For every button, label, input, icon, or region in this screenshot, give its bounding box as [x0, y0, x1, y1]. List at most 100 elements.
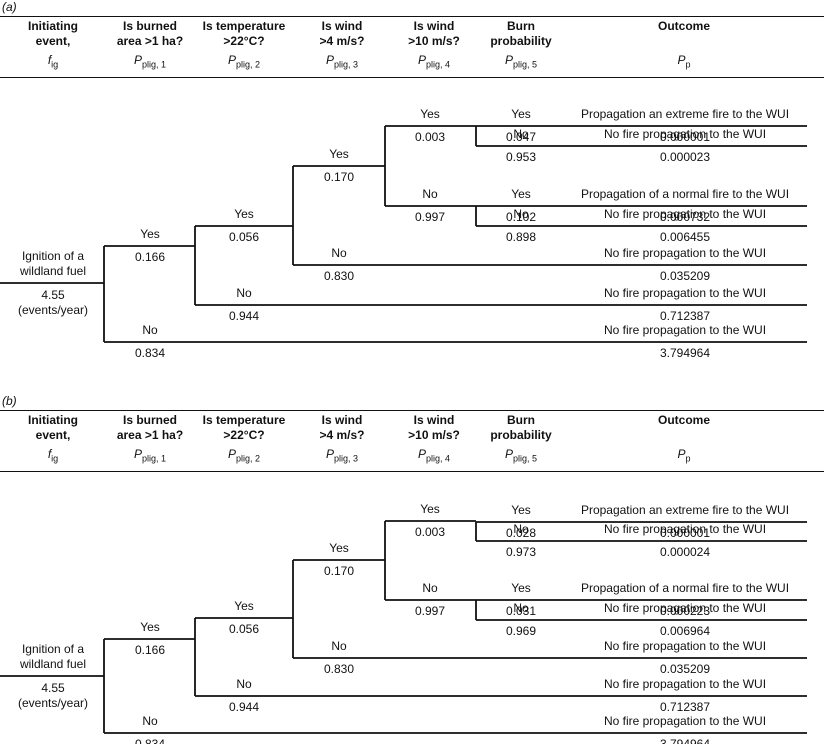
- column-header: Is temperature>22°C?Pplig, 2: [192, 413, 296, 463]
- symbol-subscript: plig, 2: [235, 59, 261, 70]
- column-symbol: Pplig, 4: [394, 447, 474, 463]
- outcome-label: No fire propagation to the WUI: [604, 323, 766, 337]
- symbol-variable: f: [47, 53, 52, 67]
- column-title: Outcome: [584, 19, 784, 49]
- header-top-rule: [0, 410, 824, 411]
- outcome-label: No fire propagation to the WUI: [604, 639, 766, 653]
- symbol-variable: f: [47, 447, 52, 461]
- outcome-frequency: 0.712387: [660, 309, 710, 323]
- symbol-variable: P: [325, 53, 334, 67]
- outcome-label: No fire propagation to the WUI: [604, 286, 766, 300]
- initiating-event-label: Ignition of a: [22, 249, 84, 263]
- branch-label-no: No: [513, 207, 529, 221]
- symbol-subscript: p: [685, 453, 691, 464]
- branch-probability: 0.166: [135, 643, 165, 657]
- column-title: Outcome: [584, 413, 784, 443]
- column-symbol: Pp: [584, 447, 784, 463]
- column-title-line1: Is temperature: [202, 413, 286, 427]
- column-title-line1: Outcome: [657, 19, 710, 33]
- outcome-label: No fire propagation to the WUI: [604, 601, 766, 615]
- column-title-line2: >10 m/s?: [408, 34, 460, 48]
- initiating-event-label: wildland fuel: [19, 264, 86, 278]
- column-title: Is temperature>22°C?: [192, 19, 296, 49]
- branch-label-yes: Yes: [511, 107, 531, 121]
- branch-label-no: No: [422, 581, 438, 595]
- outcome-label: No fire propagation to the WUI: [604, 127, 766, 141]
- branch-label-yes: Yes: [420, 502, 440, 516]
- initiating-event-frequency: 4.55: [41, 681, 65, 695]
- column-title-line1: Initiating: [28, 413, 78, 427]
- initiating-event-frequency: 4.55: [41, 288, 65, 302]
- column-header: Is wind>10 m/s? Pplig, 4: [394, 413, 474, 463]
- branch-label-no: No: [142, 323, 158, 337]
- outcome-frequency: 0.006964: [660, 624, 710, 638]
- column-title: Is wind>4 m/s?: [302, 413, 382, 443]
- branch-probability: 0.056: [229, 230, 259, 244]
- branch-label-yes: Yes: [140, 620, 160, 634]
- column-symbol: Pp: [584, 53, 784, 69]
- outcome-frequency: 0.000732: [660, 210, 710, 224]
- branch-label-yes: Yes: [511, 503, 531, 517]
- column-title-line2: area >1 ha?: [116, 428, 184, 442]
- column-title-line2: >22°C?: [223, 428, 265, 442]
- column-header: Is temperature>22°C?Pplig, 2: [192, 19, 296, 69]
- symbol-subscript: plig, 3: [333, 59, 359, 70]
- initiating-event-unit: (events/year): [18, 303, 88, 317]
- column-title: Is wind>4 m/s?: [302, 19, 382, 49]
- outcome-frequency: 0.000223: [660, 604, 710, 618]
- branch-label-no: No: [513, 127, 529, 141]
- column-title-line2: event,: [35, 34, 71, 48]
- column-title-line1: Is wind: [413, 19, 455, 33]
- branch-label-yes: Yes: [234, 207, 254, 221]
- symbol-variable: P: [504, 53, 513, 67]
- branch-label-yes: Yes: [234, 599, 254, 613]
- column-title-line2: >22°C?: [223, 34, 265, 48]
- panel-label: (a): [2, 0, 17, 14]
- symbol-subscript: plig, 3: [333, 453, 359, 464]
- branch-probability: 0.834: [135, 346, 165, 360]
- symbol-variable: P: [677, 53, 686, 67]
- column-header: Is wind>4 m/s? Pplig, 3: [302, 413, 382, 463]
- outcome-frequency: 0.035209: [660, 662, 710, 676]
- branch-label-no: No: [513, 522, 529, 536]
- outcome-label: No fire propagation to the WUI: [604, 246, 766, 260]
- panel-label: (b): [2, 394, 17, 408]
- branch-probability: 0.102: [506, 210, 536, 224]
- column-symbol: Pplig, 5: [481, 447, 561, 463]
- column-symbol: Pplig, 3: [302, 53, 382, 69]
- symbol-variable: P: [227, 447, 236, 461]
- branch-label-no: No: [331, 246, 347, 260]
- branch-probability: 0.973: [506, 545, 536, 559]
- column-title: Is wind>10 m/s?: [394, 413, 474, 443]
- column-symbol: Pplig, 5: [481, 53, 561, 69]
- column-symbol: Pplig, 1: [100, 447, 200, 463]
- column-title-line1: Is wind: [413, 413, 455, 427]
- outcome-label: Propagation of a normal fire to the WUI: [581, 187, 789, 201]
- branch-label-no: No: [513, 601, 529, 615]
- branch-probability: 0.166: [135, 250, 165, 264]
- outcome-label: Propagation an extreme fire to the WUI: [581, 107, 789, 121]
- column-title-line1: Is temperature: [202, 19, 286, 33]
- column-title-line2: >4 m/s?: [319, 34, 365, 48]
- outcome-frequency: 3.794964: [660, 346, 710, 360]
- column-symbol: Pplig, 3: [302, 447, 382, 463]
- symbol-variable: P: [677, 447, 686, 461]
- outcome-frequency: 0.000001: [660, 526, 710, 540]
- column-symbol: Pplig, 1: [100, 53, 200, 69]
- branch-label-no: No: [236, 286, 252, 300]
- outcome-frequency: 0.000001: [660, 130, 710, 144]
- branch-probability: 0.944: [229, 309, 259, 323]
- column-title-line2: probability: [490, 34, 552, 48]
- column-symbol: fig: [3, 53, 103, 69]
- symbol-subscript: plig, 1: [141, 453, 167, 464]
